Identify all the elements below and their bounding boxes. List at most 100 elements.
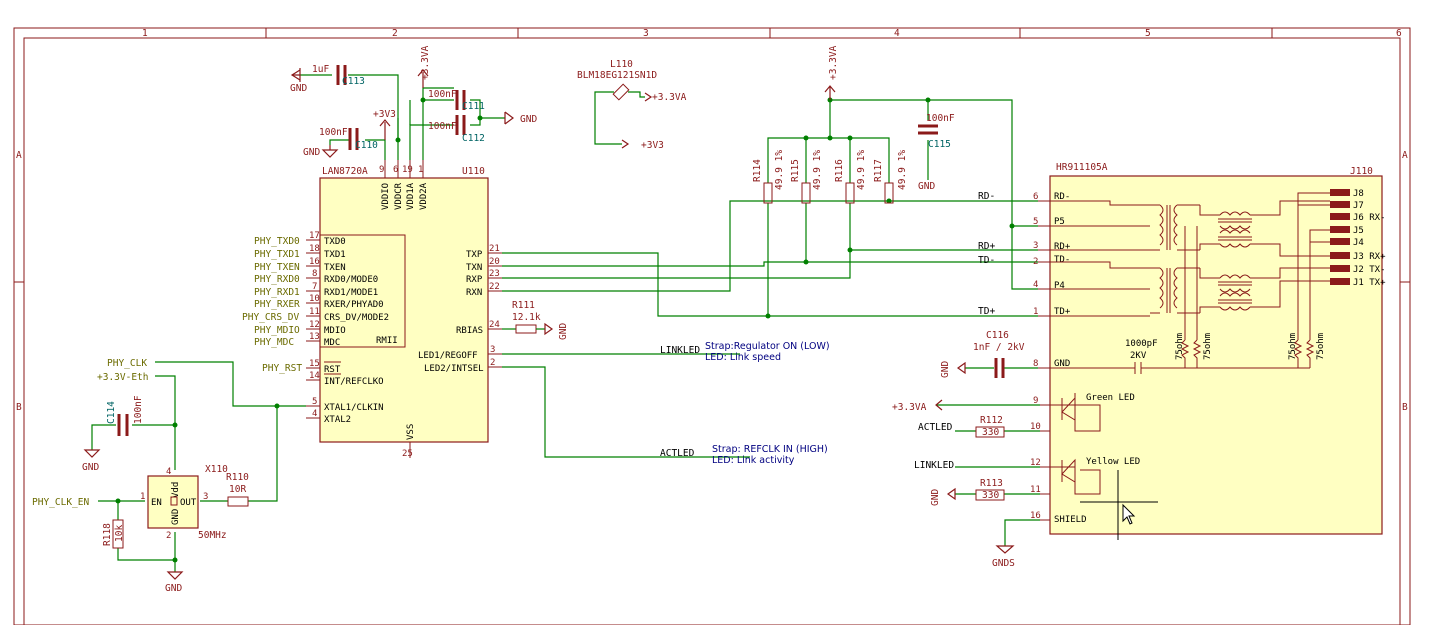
l110-value: BLM18EG121SN1D [577,70,657,81]
c112-capacitor[interactable]: 100nF C112 [428,115,485,144]
u110-xtal1: XTAL1/CLKIN [324,403,384,413]
c116-gnd: GND [940,361,951,378]
diff-pair-wiring: RD- RD+ TD- TD+ [502,97,1038,319]
r111-resistor[interactable]: R111 12.1k GND [502,300,569,340]
c113-capacitor[interactable]: 1uF C113 [312,64,365,87]
u110-vss: VSS [406,424,416,440]
net-phy-crs-dv[interactable]: PHY_CRS_DV [242,312,299,323]
net-rd-minus[interactable]: RD- [978,191,995,202]
r115-resistor[interactable]: R115 49.9 1% [790,150,823,204]
j110-pin8: 8 [1033,359,1038,369]
r114-resistor[interactable]: R114 49.9 1% [752,150,785,204]
u110-txd1: TXD1 [324,250,346,260]
r113-ref: R113 [980,478,1003,489]
r115-ref: R115 [790,159,801,182]
net-linkled-j110[interactable]: LINKLED [914,460,954,471]
u110-chip[interactable]: LAN8720A U110 RMII 9 6 19 1 VDDIO VDDCR … [242,160,502,459]
x110-value: 50MHz [198,530,227,541]
r75-4: 75ohm [1316,333,1326,360]
net-actled-j110[interactable]: ACTLED [918,422,953,433]
r75-1: 75ohm [1175,333,1185,360]
j110-td-minus: TD- [1054,255,1070,265]
net-rd-plus[interactable]: RD+ [978,241,995,252]
r116-resistor[interactable]: R116 49.9 1% [834,150,867,204]
u110-pin4: 4 [312,409,317,419]
c116-capacitor[interactable]: C116 1nF / 2kV GND [940,330,1038,378]
r110-value: 10R [229,484,246,495]
j110-choke-tx [1199,267,1330,313]
gnd-label: GND [303,147,320,158]
net-v3v3-eth[interactable]: +3.3V-Eth [97,372,148,383]
net-phy-rxd1[interactable]: PHY_RXD1 [254,287,300,298]
net-phy-txd0[interactable]: PHY_TXD0 [254,236,300,247]
u110-led2: LED2/INTSEL [424,364,484,374]
c116-ref: C116 [986,330,1009,341]
c111-capacitor[interactable]: 100nF C111 [428,89,485,112]
x110-pin2: 2 [166,531,171,541]
gnd-symbol: GND [303,145,339,158]
c110-capacitor[interactable]: 100nF C110 [319,127,378,151]
x110-oscillator[interactable]: X110 50MHz EN OUT Vdd GND 1 3 4 2 [140,464,228,541]
r113-resistor[interactable]: R113 330 [975,478,1005,501]
l110-v3v3a: +3.3VA [652,92,687,103]
u110-pin23: 23 [489,269,500,279]
j110-pin1: 1 [1033,307,1038,317]
j110-pin4: 4 [1033,280,1038,290]
net-phy-txen[interactable]: PHY_TXEN [254,262,300,273]
c111-ref: C111 [462,101,485,112]
led-v3v3a: +3.3VA [892,402,927,413]
u110-vddio: VDDIO [381,183,391,210]
u110-pin16: 16 [309,257,320,267]
u110-pin7: 7 [312,282,317,292]
r110-resistor[interactable]: R110 10R [226,472,249,507]
u110-pin6: 6 [393,165,398,175]
v3v3-label: +3V3 [373,109,396,120]
net-td-plus[interactable]: TD+ [978,306,995,317]
r118-value: 10k [114,525,125,542]
u110-pin19: 19 [402,165,413,175]
c114-capacitor[interactable]: C114 100nF [106,395,144,436]
c112-ref: C112 [462,133,485,144]
j110-yellow-led: 12 11 Yellow LED [1030,457,1140,495]
u110-pin11: 11 [309,307,320,317]
r111-value: 12.1k [512,312,541,323]
u110-pin25: 25 [402,449,413,459]
c110-value: 100nF [319,127,348,138]
j110-pin5: 5 [1033,217,1038,227]
c115-capacitor[interactable]: 100nF C115 GND [918,113,955,192]
net-phy-rxer[interactable]: PHY_RXER [254,299,300,310]
j110-green-led: 9 10 Green LED [1030,393,1135,432]
jack-j4: J4 [1353,238,1364,248]
c114-ref: C114 [106,401,117,424]
note-strap1b: LED: Link speed [705,352,781,363]
net-phy-rst[interactable]: PHY_RST [262,363,302,374]
l110-ferrite[interactable]: L110 BLM18EG121SN1D +3.3VA +3V3 [577,59,687,151]
r112-resistor[interactable]: R112 330 [975,415,1005,438]
gnd-symbol: GND [504,111,537,125]
c115-ref: C115 [928,139,951,150]
u110-rxd1: RXD1/MODE1 [324,288,378,298]
j110-rd-minus: RD- [1054,192,1070,202]
net-phy-clk-en[interactable]: PHY_CLK_EN [32,497,89,508]
net-phy-mdc[interactable]: PHY_MDC [254,337,294,348]
x110-gnd-symbol: GND [165,583,182,594]
net-actled[interactable]: ACTLED [660,448,695,459]
c115-value: 100nF [926,113,955,124]
net-phy-mdio[interactable]: PHY_MDIO [254,325,300,336]
net-linkled[interactable]: LINKLED [660,345,700,356]
r117-resistor[interactable]: R117 49.9 1% [873,150,908,204]
j110-connector[interactable]: HR911105A J110 6 5 3 2 4 1 8 RD- P5 RD+ … [1030,162,1386,540]
net-phy-clk[interactable]: PHY_CLK [107,358,147,369]
clock-wiring: PHY_CLK +3.3V-Eth PHY_CLK_EN GND GND [32,358,306,594]
net-td-minus[interactable]: TD- [978,255,995,266]
r114-ref: R114 [752,159,763,182]
u110-pin15: 15 [309,359,320,369]
u110-txen: TXEN [324,263,346,273]
r118-resistor[interactable]: R118 10k [102,519,125,549]
gnd-label: GND [520,114,537,125]
x110-gnd: GND [171,509,181,525]
net-phy-txd1[interactable]: PHY_TXD1 [254,249,300,260]
u110-pin2: 2 [490,358,495,368]
net-phy-rxd0[interactable]: PHY_RXD0 [254,274,300,285]
